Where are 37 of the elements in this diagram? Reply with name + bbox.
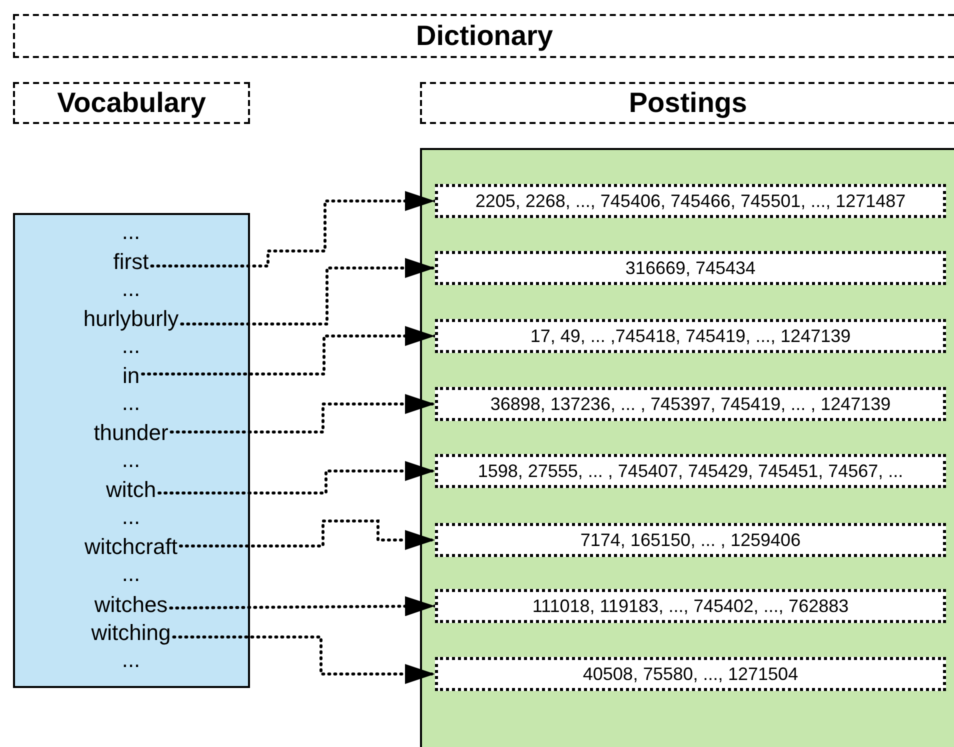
term-text: witchcraft (82, 534, 180, 560)
dotted-arrow (170, 394, 436, 434)
posting-list-box: 40508, 75580, ..., 1271504 (435, 657, 946, 691)
ellipsis-text: ... (120, 507, 142, 527)
posting-list-box: 1598, 27555, ... , 745407, 745429, 745451, 74567, ... (435, 454, 946, 488)
dotted-arrow (178, 520, 436, 550)
posting-list-box: 7174, 165150, ... , 1259406 (435, 523, 946, 557)
dotted-arrow (158, 461, 436, 494)
postings-panel (420, 148, 954, 747)
ellipsis-text: ... (120, 650, 142, 670)
term-text: hurlyburly (80, 306, 182, 332)
dotted-arrow (141, 326, 436, 376)
ellipsis-text: ... (120, 336, 142, 356)
dictionary-heading-box: Dictionary (13, 14, 954, 58)
ellipsis-text: ... (120, 222, 142, 242)
dotted-arrow (169, 596, 436, 616)
term-text: witches (91, 592, 171, 618)
posting-list-box: 316669, 745434 (435, 251, 946, 285)
term-text: thunder (90, 420, 172, 446)
dotted-arrow (180, 258, 436, 326)
vocabulary-heading-box: Vocabulary (13, 82, 250, 124)
posting-list-box: 111018, 119183, ..., 745402, ..., 762883 (435, 589, 946, 623)
vocabulary-panel (13, 213, 250, 688)
ellipsis-text: ... (120, 564, 142, 584)
term-text: witching (88, 620, 174, 646)
posting-list-box: 17, 49, ... ,745418, 745419, ..., 1247139 (435, 319, 946, 353)
posting-list-box: 36898, 137236, ... , 745397, 745419, ... , 1247139 (435, 387, 946, 421)
term-text: first (110, 249, 152, 275)
dotted-arrow (172, 636, 436, 684)
dotted-arrow (150, 191, 436, 268)
posting-list-box: 2205, 2268, ..., 745406, 745466, 745501, ..., 1271487 (435, 184, 946, 218)
ellipsis-text: ... (120, 450, 142, 470)
term-text: witch (102, 477, 160, 503)
term-text: in (119, 363, 143, 389)
postings-heading-box: Postings (420, 82, 954, 124)
ellipsis-text: ... (120, 393, 142, 413)
ellipsis-text: ... (120, 279, 142, 299)
